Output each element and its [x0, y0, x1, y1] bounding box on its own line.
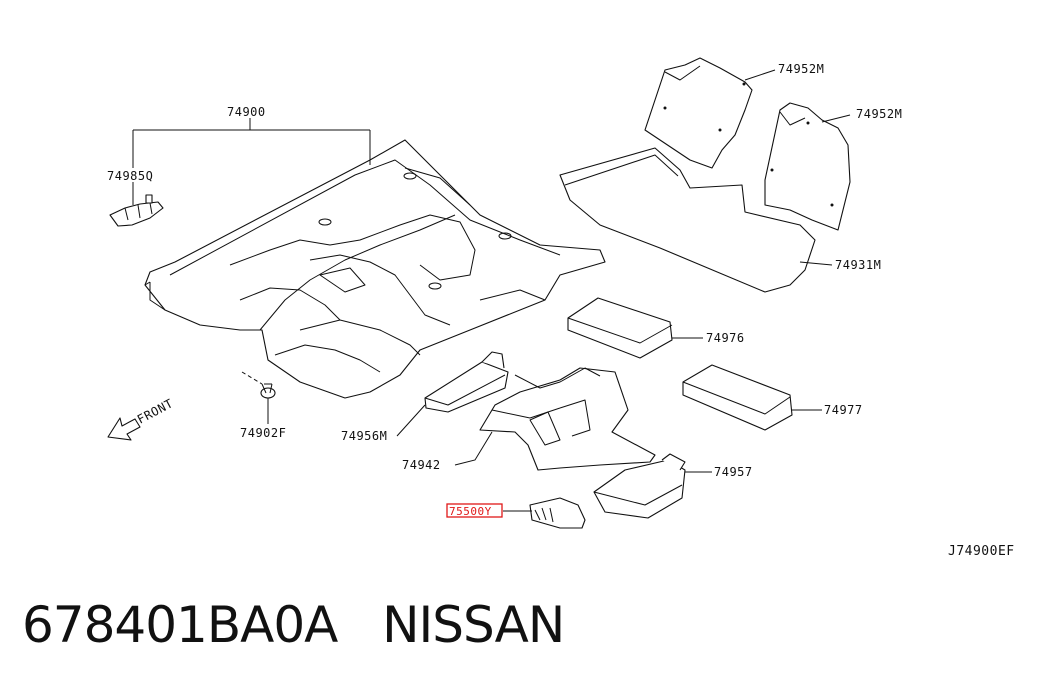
callout-74976: 74976: [706, 331, 745, 345]
callout-75500y: 75500Y: [449, 505, 492, 518]
callout-74952m-b: 74952M: [856, 107, 902, 121]
insulator-74942: [479, 367, 656, 471]
callout-74952m-a: 74952M: [778, 62, 824, 76]
pad-74957: [593, 453, 686, 519]
part-number: 678401BA0A: [22, 596, 338, 654]
pad-74956m: [424, 351, 509, 413]
callout-74931m: 74931M: [835, 258, 881, 272]
front-arrow-icon: [107, 417, 141, 441]
seatback-pad-74952m-right: [764, 102, 851, 231]
callout-74957: 74957: [714, 465, 753, 479]
leader-lines: [132, 69, 851, 512]
pad-74976: [567, 297, 673, 359]
front-label: FRONT: [135, 396, 176, 426]
callout-74900: 74900: [227, 105, 266, 119]
callout-74977: 74977: [824, 403, 863, 417]
brand-name: NISSAN: [382, 596, 565, 654]
pad-74977: [682, 364, 793, 431]
clip-74985q: [109, 194, 164, 227]
part-title: 678401BA0A NISSAN: [22, 596, 565, 654]
floor-carpet-74900: [144, 139, 606, 399]
callout-74985q: 74985Q: [107, 169, 153, 183]
rear-panel-74931m: [559, 147, 816, 293]
figure-code: J74900EF: [948, 544, 1015, 559]
callout-74942: 74942: [402, 458, 441, 472]
clip-74902f: [241, 371, 276, 399]
callout-74956m: 74956M: [341, 429, 387, 443]
seatback-pad-74952m-left: [644, 57, 753, 169]
bracket-75500y: [529, 497, 586, 529]
callout-74902f: 74902F: [240, 426, 286, 440]
callout-highlight-box: [446, 503, 503, 518]
